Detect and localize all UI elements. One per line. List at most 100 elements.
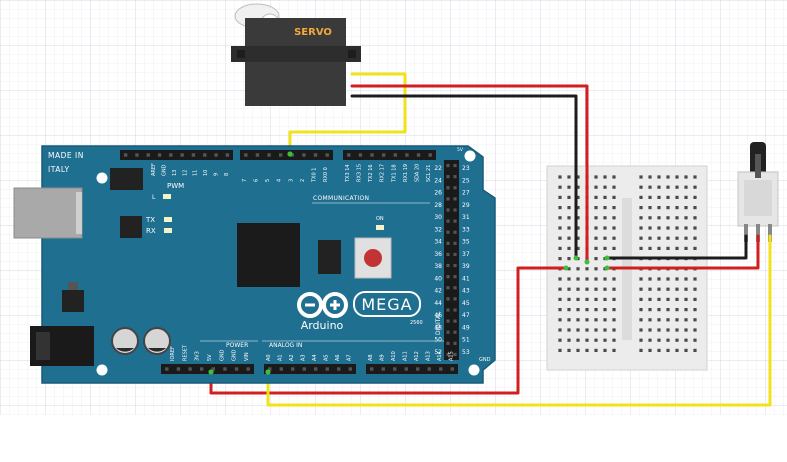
breadboard-hole (612, 216, 616, 220)
breadboard-hole (585, 318, 589, 322)
breadboard-hole (612, 338, 616, 342)
breadboard-hole (666, 185, 670, 189)
header-pin (393, 153, 398, 157)
arduino-mega-board: MEGA 2560 Arduino MADE IN ITALY PWM L TX… (13, 145, 496, 384)
breadboard-hole (639, 277, 643, 281)
digital-pin-label: 37 (462, 251, 470, 258)
breadboard-hole (558, 297, 562, 301)
breadboard-hole (612, 308, 616, 312)
digital-pin-label: 45 (462, 300, 470, 307)
reset-button-cap[interactable] (364, 249, 382, 267)
header-pin (211, 367, 216, 371)
pin-label: 7 (242, 179, 248, 182)
pin-label: IOREF (170, 346, 176, 361)
breadboard-hole (576, 277, 580, 281)
header-pin (381, 367, 385, 371)
pin-label: TX0 1 (312, 168, 318, 183)
breadboard-hole (567, 297, 571, 301)
breadboard-hole (657, 297, 661, 301)
main-processor-chip (237, 223, 300, 287)
digital-pin-label: 35 (462, 239, 470, 246)
breadboard-hole (558, 308, 562, 312)
breadboard-hole (585, 287, 589, 291)
header-pin (446, 263, 450, 268)
header-pin (453, 352, 457, 357)
usb-chip (120, 216, 142, 238)
breadboard-hole (666, 287, 670, 291)
header-pin (446, 352, 450, 357)
breadboard-hole (612, 236, 616, 240)
breadboard-hole (576, 287, 580, 291)
breadboard-hole (693, 216, 697, 220)
digital-pin-label: 33 (462, 226, 470, 233)
breadboard-hole (576, 206, 580, 210)
pot-ground-wire (605, 234, 748, 260)
breadboard-hole (603, 185, 607, 189)
breadboard-hole (675, 236, 679, 240)
breadboard-hole (594, 348, 598, 352)
pin-label: 5V (207, 354, 213, 361)
breadboard-hole (612, 287, 616, 291)
header-pin (214, 153, 218, 157)
breadboard-hole (666, 277, 670, 281)
breadboard-hole (603, 297, 607, 301)
header-pin (246, 367, 250, 371)
breadboard-hole (603, 308, 607, 312)
header-pin (453, 197, 457, 201)
breadboard-hole (666, 297, 670, 301)
potentiometer[interactable] (737, 142, 779, 242)
pin3-connection (287, 151, 293, 157)
breadboard-hole (603, 195, 607, 199)
breadboard-hole (675, 297, 679, 301)
breadboard-hole (576, 328, 580, 332)
header-top-right (343, 150, 436, 160)
breadboard-hole (657, 216, 661, 220)
digital-pin-label: 27 (462, 190, 470, 197)
tx-label: TX (145, 216, 155, 224)
breadboard-hole (612, 318, 616, 322)
breadboard-hole (594, 257, 598, 261)
servo-motor[interactable]: SERVO (231, 3, 361, 106)
breadboard-hole (558, 226, 562, 230)
breadboard-hole (603, 348, 607, 352)
voltage-regulator (62, 290, 84, 312)
breadboard-hole (684, 287, 688, 291)
breadboard-hole (567, 226, 571, 230)
digital-pin-label: 22 (434, 165, 442, 172)
breadboard-hole (666, 348, 670, 352)
breadboard-hole (657, 246, 661, 250)
pin-label: A6 (335, 354, 341, 361)
breadboard-hole (585, 328, 589, 332)
breadboard-hole (693, 246, 697, 250)
breadboard-hole (684, 175, 688, 179)
breadboard-hole (648, 308, 652, 312)
header-pin (446, 219, 450, 223)
digital-pin-label: 51 (462, 337, 470, 344)
breadboard-hole (576, 267, 580, 271)
header-pin (404, 367, 408, 371)
breadboard-hole (585, 308, 589, 312)
breadboard-hole (684, 277, 688, 281)
breadboard-hole (576, 226, 580, 230)
header-pin (135, 153, 139, 157)
breadboard-hole (558, 216, 562, 220)
breadboard-hole (639, 195, 643, 199)
pin-label: 5 (265, 179, 271, 182)
header-pin (146, 153, 150, 157)
analog-in-label: ANALOG IN (269, 342, 302, 349)
digital-pin-label: 28 (434, 202, 442, 209)
pin-label: A5 (323, 354, 329, 361)
digital-pin-label: 42 (434, 288, 442, 295)
pot-power-wire (605, 234, 760, 270)
breadboard-hole (585, 348, 589, 352)
header-pin (325, 367, 329, 371)
capacitor (143, 327, 171, 355)
digital-pin-label: 53 (462, 349, 470, 356)
breadboard-hole (684, 236, 688, 240)
breadboard-hole (693, 206, 697, 210)
pin-label: A11 (402, 351, 408, 361)
breadboard-hole (594, 195, 598, 199)
header-pin (393, 367, 397, 371)
header-pin (165, 367, 169, 371)
pin-label: A10 (391, 351, 397, 361)
